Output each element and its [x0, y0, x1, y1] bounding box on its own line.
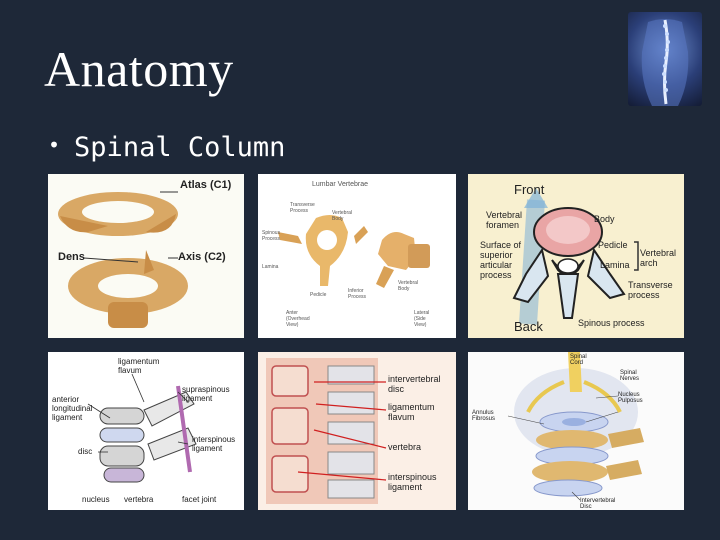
atlas-label: Atlas (C1)	[180, 179, 232, 191]
spinous-process-label: Spinous process	[578, 318, 645, 328]
pedicle-label: Pedicle	[598, 240, 628, 250]
spine-logo-image	[628, 12, 702, 106]
dens-label: Dens	[58, 251, 85, 263]
body-label: Body	[594, 214, 615, 224]
slide-title: Anatomy	[44, 40, 234, 98]
vertebra-label-1: vertebra	[124, 495, 154, 504]
vertebra-label-2: vertebra	[388, 442, 421, 452]
lumbar-pedicle-label: Pedicle	[310, 292, 327, 298]
nucleus-label: nucleus	[82, 495, 110, 504]
bullet-text: Spinal Column	[74, 132, 285, 163]
front-label: Front	[514, 182, 545, 197]
bullet-dot-icon: •	[48, 133, 60, 157]
facet-joint-label: facet joint	[182, 495, 217, 504]
lumbar-heading: Lumbar Vertebrae	[312, 181, 368, 188]
axis-label: Axis (C2)	[178, 251, 226, 263]
atlas-axis-image: Atlas (C1) Dens Axis (C2)	[48, 174, 244, 338]
lumbar-lamina-label: Lamina	[262, 264, 279, 270]
lamina-label: Lamina	[600, 260, 630, 270]
disc-label: disc	[78, 447, 92, 456]
bullet-item: • Spinal Column	[48, 132, 285, 163]
back-label: Back	[514, 319, 543, 334]
